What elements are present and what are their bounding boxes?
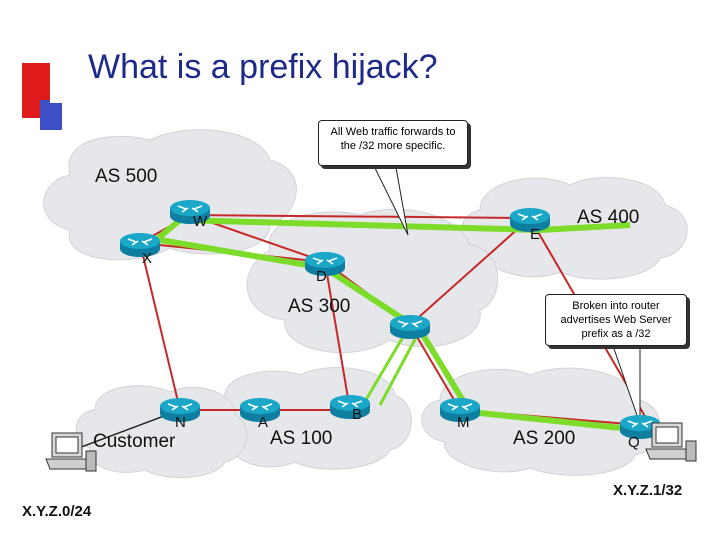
cloud-icon [75, 385, 248, 479]
router-d-label: D [316, 268, 327, 285]
router-n-label: N [175, 414, 186, 431]
title-accent-white [50, 63, 76, 103]
router-icon [119, 232, 161, 258]
router-q-label: Q [628, 434, 640, 451]
callout-right: Broken into router advertises Web Server… [545, 294, 687, 346]
as400-label: AS 400 [577, 207, 640, 228]
hijack-path [148, 217, 631, 248]
router-e-label: E [530, 226, 541, 243]
page-title: What is a prefix hijack? [88, 48, 438, 86]
router-a-label: A [258, 414, 269, 431]
callout-top: All Web traffic forwards to the /32 more… [318, 120, 468, 166]
router-b-label: B [352, 406, 363, 423]
workstation-icon [645, 422, 697, 462]
router-m-label: M [457, 414, 470, 431]
as300-label: AS 300 [288, 296, 351, 317]
address-right: X.Y.Z.1/32 [613, 482, 683, 499]
title-accent-blue [40, 100, 62, 130]
router-icon [389, 314, 431, 340]
router-w-label: W [193, 213, 208, 230]
cloud-icon [246, 208, 499, 354]
router-icon [329, 394, 371, 420]
as200-label: AS 200 [513, 428, 576, 449]
as100-label: AS 100 [270, 428, 333, 449]
address-left: X.Y.Z.0/24 [22, 503, 92, 520]
customer-label: Customer [93, 431, 176, 452]
as500-label: AS 500 [95, 166, 158, 187]
router-x-label: X [142, 250, 153, 267]
